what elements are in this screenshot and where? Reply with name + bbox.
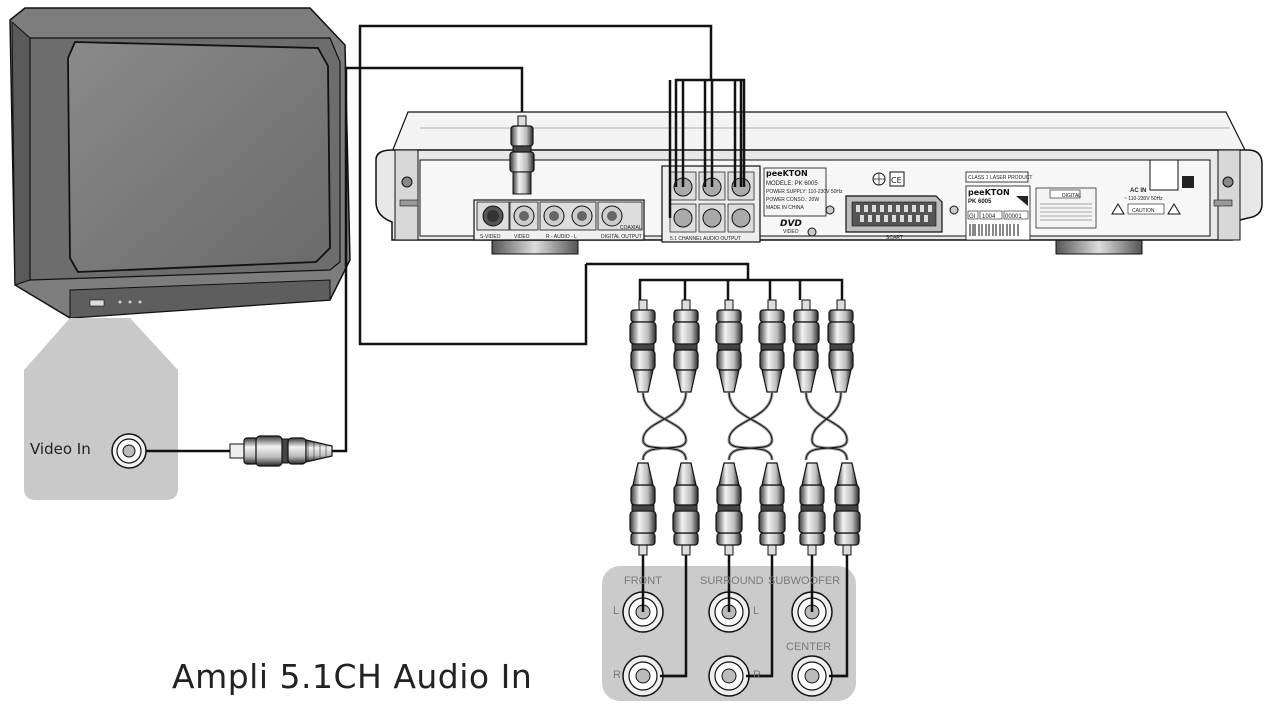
front-label: FRONT <box>624 575 662 587</box>
caution-label: CAUTION <box>1132 208 1155 214</box>
tv-screen <box>67 41 331 273</box>
warning-triangle-icon <box>1111 203 1125 215</box>
video-cable <box>332 66 524 453</box>
sticker-brand: peeKTON <box>968 188 1010 197</box>
surround-right-jack <box>708 655 750 697</box>
tv-input-panel <box>24 318 178 500</box>
laser-label: CLASS 1 LASER PRODUCT <box>968 175 1032 181</box>
power-inlet <box>1149 159 1179 191</box>
television <box>9 7 351 319</box>
tv-video-in-jack <box>111 433 147 469</box>
amplifier-title: Ampli 5.1CH Audio In <box>172 657 533 696</box>
subwoofer-label: SUBWOOFER <box>768 575 841 587</box>
player-video-plug <box>509 115 535 195</box>
dvd-player: S-VIDEO VIDEO R - AUDIO - L DIGITAL OUTP… <box>375 111 1263 255</box>
dolby-label: DIGITAL <box>1062 193 1081 199</box>
dvd-logo-sub: VIDEO <box>783 229 799 235</box>
power-supply: POWER SUPPLY: 110-230V 50Hz <box>766 189 843 195</box>
ce-mark-icon <box>889 171 905 187</box>
audio-loop-cable <box>358 24 713 346</box>
coaxial-label: COAXIAL <box>620 225 642 231</box>
front-right-jack <box>622 655 664 697</box>
surround-label: SURROUND <box>700 575 764 587</box>
sticker-model: PK 6005 <box>968 199 992 205</box>
scart-label: SCART <box>886 235 903 241</box>
player-brand: peeKTON <box>766 169 808 178</box>
five-one-label: 5.1 CHANNEL AUDIO OUTPUT <box>670 236 741 242</box>
video-jack-label: VIDEO <box>514 234 530 240</box>
five-one-upper-cables <box>668 78 746 218</box>
lower-rca-plugs <box>630 463 860 555</box>
digital-output-label: DIGITAL OUTPUT <box>601 234 642 240</box>
origin: MADE IN CHINA <box>766 205 804 211</box>
amplifier-panel <box>602 566 856 701</box>
serial-2: 00001 <box>1005 214 1022 220</box>
audio-splitter-bus <box>586 262 844 300</box>
audio-jack-label: R - AUDIO - L <box>546 234 577 240</box>
front-r-label: R <box>613 669 621 681</box>
svideo-label: S-VIDEO <box>480 234 501 240</box>
power-switch <box>1182 176 1194 188</box>
ac-in-label: AC IN <box>1130 188 1146 194</box>
tv-video-in-label: Video In <box>30 440 91 458</box>
player-model: MODELE: PK 6005 <box>766 181 818 187</box>
serial-1: 1004 <box>982 214 996 220</box>
surround-r-label: R <box>753 669 761 681</box>
serial-prefix: GI <box>969 214 976 220</box>
upper-rca-plugs <box>629 299 855 393</box>
barcode <box>969 224 1019 236</box>
surround-l-label: L <box>753 605 760 617</box>
power-consumption: POWER CONSO.: 20W <box>766 197 819 203</box>
svg-text:CE: CE <box>891 176 902 185</box>
center-label: CENTER <box>786 641 832 653</box>
tv-rca-plug <box>146 435 333 467</box>
warning-triangle-icon-2 <box>1167 203 1181 215</box>
center-jack <box>791 655 833 697</box>
dvd-logo: DVD <box>780 219 802 229</box>
ac-spec: ~ 110-230V 50Hz <box>1124 196 1163 202</box>
front-l-label: L <box>613 605 620 617</box>
